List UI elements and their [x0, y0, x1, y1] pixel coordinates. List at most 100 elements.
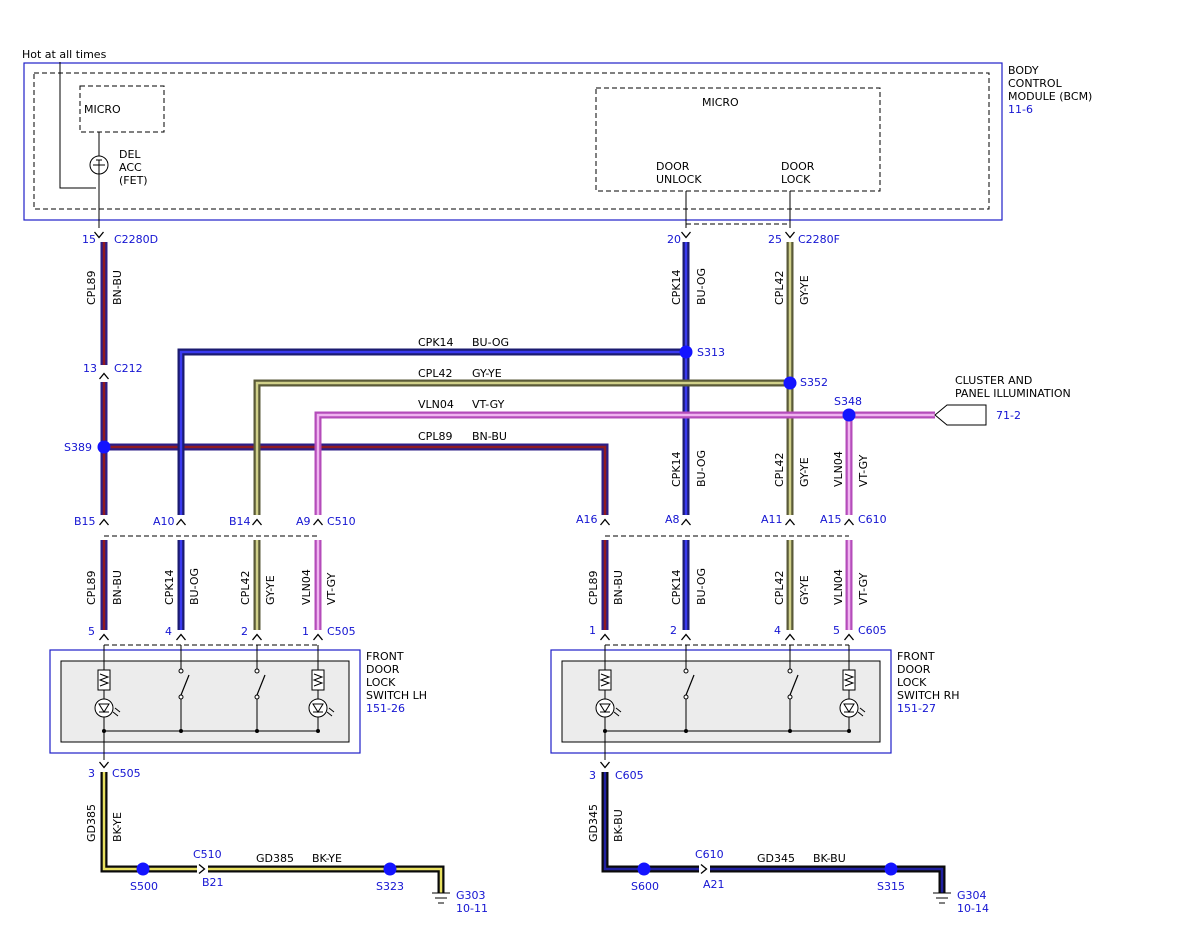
h-gd385-color: BK-YE [312, 852, 342, 865]
rh-name-3: LOCK [897, 676, 927, 689]
front-door-lock-switch-rh [550, 649, 892, 754]
door-lock-label-2: LOCK [781, 173, 811, 186]
wire-gd345-a [601, 772, 699, 873]
h-gd345-circuit: GD345 [757, 852, 795, 865]
rh-switch-1-icon [685, 674, 695, 696]
lh-switch-1-icon [180, 674, 190, 696]
door-unlock-label-1: DOOR [656, 160, 690, 173]
door-unlock-label-2: UNLOCK [656, 173, 702, 186]
rh-led-right-icon [839, 698, 859, 718]
v-rh-cpk14-circuit: CPK14 [670, 569, 683, 605]
rh-name-4: SWITCH RH [897, 689, 960, 702]
c2280d-pin: 15 [82, 233, 96, 246]
c510-ground-pin: B21 [202, 876, 224, 889]
v-lh-cpl42-color: GY-YE [264, 575, 277, 605]
s323-label: S323 [376, 880, 404, 893]
lh-name-2: DOOR [366, 663, 400, 676]
c2280f-pin20: 20 [667, 233, 681, 246]
del-label: DEL [119, 148, 141, 161]
micro-right-box [595, 87, 881, 192]
c505-bottom-name: C505 [112, 767, 141, 780]
lh-name-3: LOCK [366, 676, 396, 689]
s315-label: S315 [877, 880, 905, 893]
c212-pin: 13 [83, 362, 97, 375]
wire-gd385-a [100, 772, 197, 873]
g303-name: G303 [456, 889, 486, 902]
h-cpl89-color: BN-BU [472, 430, 507, 443]
c510-pin-b15: B15 [74, 515, 96, 528]
v-cpl42-mid-circuit: CPL42 [773, 453, 786, 487]
c510-pin-a9: A9 [296, 515, 311, 528]
h-vln04-color: VT-GY [472, 398, 505, 411]
c505-pin-5: 5 [88, 625, 95, 638]
c605-pin-2: 2 [670, 624, 677, 637]
v-vln04-mid-circuit: VLN04 [832, 451, 845, 487]
v-cpl42-mid-color: GY-YE [798, 457, 811, 487]
g304-name: G304 [957, 889, 987, 902]
c610-pin-a8: A8 [665, 513, 680, 526]
v-lh-cpl42-circuit: CPL42 [239, 571, 252, 605]
ground-g304 [933, 892, 951, 904]
v-gd345-circuit: GD345 [587, 804, 600, 842]
c505-pin-4: 4 [165, 625, 172, 638]
acc-label: ACC [119, 161, 142, 174]
ground-g303 [432, 892, 450, 904]
bcm-name-2: CONTROL [1008, 77, 1063, 90]
wires-layer [100, 242, 946, 893]
wire-gd385-b [208, 865, 445, 893]
fet-label: (FET) [119, 174, 148, 187]
c605-pin-5: 5 [833, 624, 840, 637]
bcm-module [23, 62, 1003, 221]
v-rh-vln04-circuit: VLN04 [832, 569, 845, 605]
v-vln04-mid-color: VT-GY [857, 454, 870, 487]
v-gd345-color: BK-BU [612, 809, 625, 842]
c605-name: C605 [858, 624, 887, 637]
c610-pin-a11: A11 [761, 513, 783, 526]
h-gd345-color: BK-BU [813, 852, 846, 865]
bcm-name-1: BODY [1008, 64, 1039, 77]
v-cpk14-top-color: BU-OG [695, 268, 708, 305]
rh-name-1: FRONT [897, 650, 935, 663]
lh-name-1: FRONT [366, 650, 404, 663]
lh-ref: 151-26 [366, 702, 405, 715]
bcm-ref: 11-6 [1008, 103, 1033, 116]
h-vln04-circuit: VLN04 [418, 398, 454, 411]
cluster-label-1: CLUSTER AND [955, 374, 1032, 387]
v-cpk14-mid-color: BU-OG [695, 450, 708, 487]
c610-pin-a15: A15 [820, 513, 842, 526]
h-cpl42-circuit: CPL42 [418, 367, 452, 380]
v-rh-cpl89-color: BN-BU [612, 570, 625, 605]
c510-name: C510 [327, 515, 356, 528]
s600-label: S600 [631, 880, 659, 893]
c610-pin-a16: A16 [576, 513, 598, 526]
splice-s313 [679, 345, 693, 359]
v-gd385-color: BK-YE [111, 812, 124, 842]
v-rh-cpl42-color: GY-YE [798, 575, 811, 605]
c510-ground-name: C510 [193, 848, 222, 861]
micro-left-label: MICRO [84, 103, 121, 116]
wire-cpl42-lh [253, 379, 790, 515]
rh-led-left-icon [595, 698, 615, 718]
s389-label: S389 [64, 441, 92, 454]
h-cpk14-color: BU-OG [472, 336, 509, 349]
h-gd385-circuit: GD385 [256, 852, 294, 865]
h-cpl42-color: GY-YE [472, 367, 502, 380]
splice-s600 [637, 862, 651, 876]
vertical-wire-labels: CPL89 BN-BU CPK14 BU-OG CPL42 GY-YE CPK1… [85, 268, 870, 842]
c610-ground-pin: A21 [703, 878, 725, 891]
v-lh-cpk14-circuit: CPK14 [163, 569, 176, 605]
cluster-label-2: PANEL ILLUMINATION [955, 387, 1071, 400]
s500-label: S500 [130, 880, 158, 893]
rh-name-2: DOOR [897, 663, 931, 676]
wire-cpk14-lh [177, 348, 686, 515]
door-lock-label-1: DOOR [781, 160, 815, 173]
c505-pin-1: 1 [302, 625, 309, 638]
switch-lh-internals [94, 645, 335, 760]
c505-name: C505 [327, 625, 356, 638]
cluster-ref: 71-2 [996, 409, 1021, 422]
splice-s323 [383, 862, 397, 876]
v-rh-cpl42-circuit: CPL42 [773, 571, 786, 605]
c505-pin-2: 2 [241, 625, 248, 638]
c212-name: C212 [114, 362, 143, 375]
v-cpl89-top-color: BN-BU [111, 270, 124, 305]
